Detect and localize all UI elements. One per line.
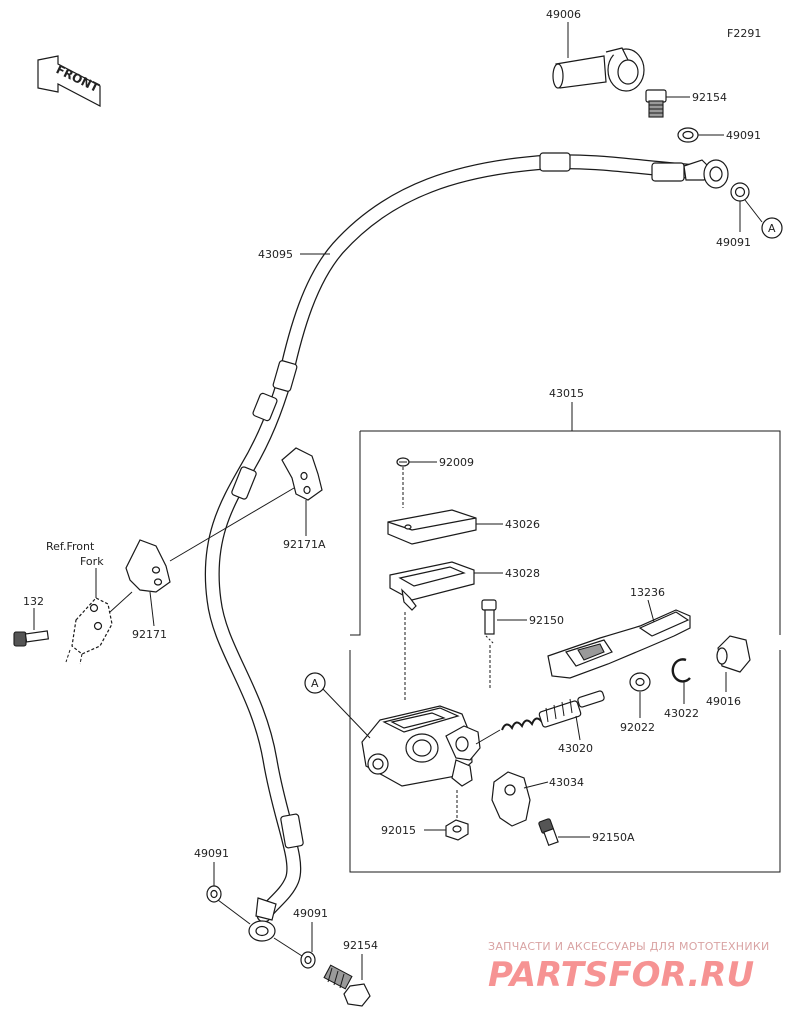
banjo-fitting-49006 — [552, 47, 645, 92]
callout-a-cylinder — [304, 672, 326, 694]
label-92150: 92150 — [529, 614, 564, 627]
label-43028: 43028 — [505, 567, 540, 580]
label-43015: 43015 — [549, 387, 584, 400]
label-92022: 92022 — [620, 721, 655, 734]
label-92171A: 92171A — [283, 538, 326, 551]
label-43020: 43020 — [558, 742, 593, 755]
ref-front-fork-line1: Ref.Front — [46, 540, 95, 553]
leader-43020 — [575, 715, 581, 741]
leader-13236 — [647, 599, 655, 623]
washer-92022 — [629, 672, 651, 692]
leader-92171 — [149, 591, 155, 627]
brake-lever-13236 — [547, 609, 691, 679]
ref-front-fork-line2: Fork — [80, 555, 104, 568]
label-92154-top: 92154 — [692, 91, 727, 104]
callout-a-top — [761, 217, 783, 239]
leader-43034 — [523, 781, 549, 789]
label-92009: 92009 — [439, 456, 474, 469]
label-49091-d: 49091 — [293, 907, 328, 920]
label-132: 132 — [23, 595, 44, 608]
assembly-box-43015 — [349, 430, 781, 873]
label-13236: 13236 — [630, 586, 665, 599]
circlip-43022 — [671, 658, 691, 683]
nut-92015 — [445, 790, 469, 841]
bolt-132 — [13, 630, 50, 647]
screw-92009 — [396, 457, 410, 508]
watermark-tagline: ЗАПЧАСТИ И АКСЕССУАРЫ ДЛЯ МОТОТЕХНИКИ — [488, 940, 770, 953]
banjo-bolt-92154-bottom — [323, 964, 371, 1007]
label-49091-a: 49091 — [726, 129, 761, 142]
washer-49091-c — [206, 885, 222, 903]
banjo-bolt-92154-top — [645, 89, 667, 118]
label-92171: 92171 — [132, 628, 167, 641]
label-92154-bottom: 92154 — [343, 939, 378, 952]
bolt-92150A — [538, 818, 559, 847]
reservoir-cap-43026 — [387, 509, 477, 545]
label-49091-c: 49091 — [194, 847, 229, 860]
master-cylinder-body — [361, 705, 501, 787]
label-43026: 43026 — [505, 518, 540, 531]
washer-49091-a — [677, 127, 699, 143]
label-92150A: 92150A — [592, 831, 635, 844]
label-43034: 43034 — [549, 776, 584, 789]
label-43022: 43022 — [664, 707, 699, 720]
label-49016: 49016 — [706, 695, 741, 708]
callout-a-top-text: A — [768, 222, 776, 235]
front-fork-bracket — [65, 597, 113, 665]
pivot-bolt-92150 — [481, 599, 497, 690]
callout-a-cylinder-text: A — [311, 677, 319, 690]
front-arrow-icon: FRONT — [37, 55, 102, 107]
watermark-brand: PARTSFOR.RU — [488, 955, 754, 995]
handlebar-clamp-43034 — [491, 771, 531, 827]
label-49091-b: 49091 — [716, 236, 751, 249]
piston-assembly-43020 — [501, 690, 605, 731]
washer-49091-d — [300, 951, 316, 969]
label-43095: 43095 — [258, 248, 293, 261]
hose-clamp-92171 — [125, 539, 171, 593]
label-92015: 92015 — [381, 824, 416, 837]
label-49006: 49006 — [546, 8, 581, 21]
washer-49091-b — [730, 182, 750, 202]
diaphragm-43028 — [389, 561, 475, 700]
hose-clamp-92171A — [281, 447, 323, 501]
brake-hose-43095 — [204, 152, 729, 942]
figure-code: F2291 — [727, 27, 761, 40]
dust-cover-49016 — [716, 635, 751, 673]
